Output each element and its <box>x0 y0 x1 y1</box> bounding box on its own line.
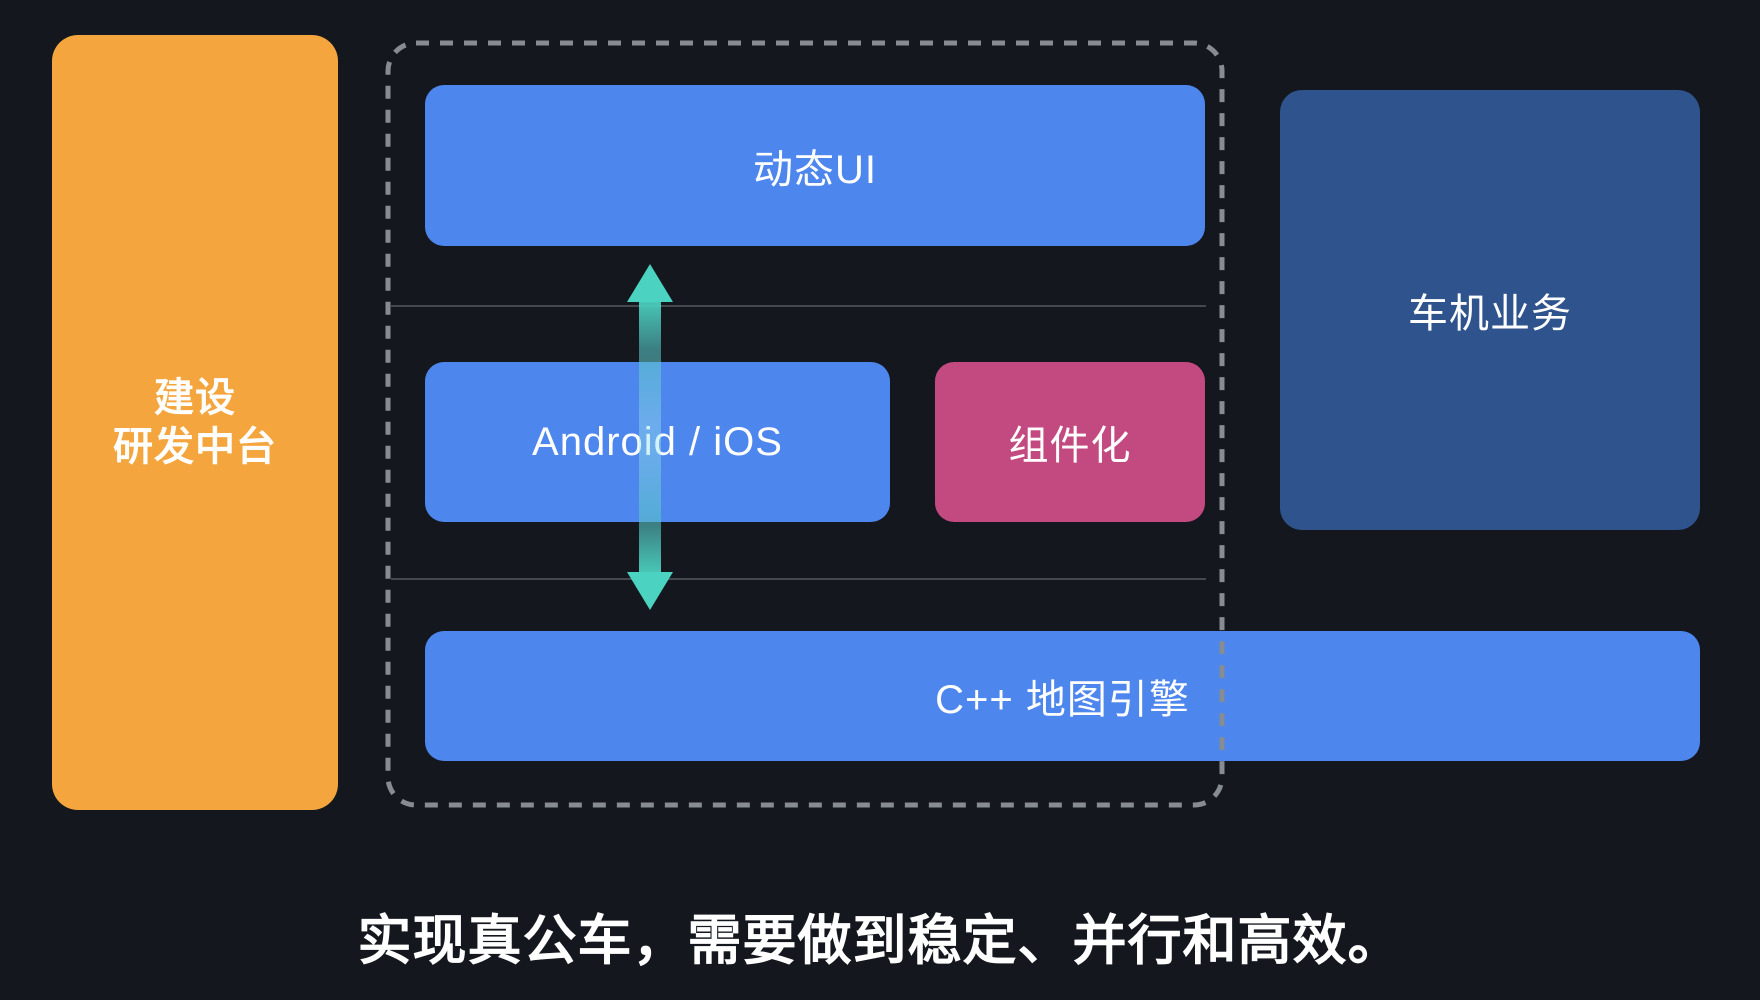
node-dynamic-ui-label: 动态UI <box>753 147 877 192</box>
node-cpp-map-engine: C++ 地图引擎 <box>425 631 1700 761</box>
node-android-ios-label: Android / iOS <box>532 419 783 464</box>
layer-divider-top <box>391 305 1206 307</box>
dev-platform-line-1: 建设 <box>154 375 236 420</box>
dev-platform-line-2: 研发中台 <box>113 424 277 469</box>
node-cpp-map-engine-label: C++ 地图引擎 <box>935 678 1190 722</box>
node-dynamic-ui: 动态UI <box>425 85 1205 246</box>
node-dev-platform-label: 建设 研发中台 <box>113 374 277 472</box>
node-android-ios: Android / iOS <box>425 362 890 522</box>
node-componentization-label: 组件化 <box>1008 424 1132 468</box>
layer-divider-bottom <box>391 578 1206 580</box>
arrow-up-head <box>627 264 673 302</box>
node-vehicle-business-label: 车机业务 <box>1408 292 1572 336</box>
node-vehicle-business: 车机业务 <box>1280 90 1700 530</box>
node-componentization: 组件化 <box>935 362 1205 522</box>
node-dev-platform: 建设 研发中台 <box>52 35 338 810</box>
caption-text: 实现真公车，需要做到稳定、并行和高效。 <box>357 911 1403 971</box>
